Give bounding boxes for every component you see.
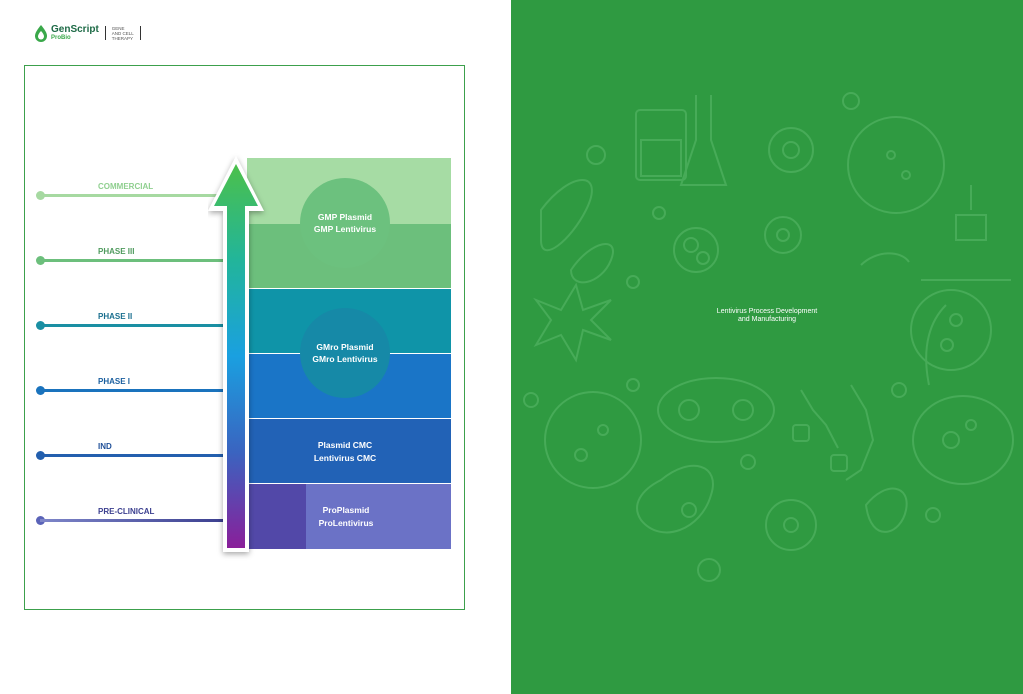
right-page: Lentivirus Process Development and Manuf…	[511, 0, 1023, 694]
logo-tag-2: AND CELL	[111, 30, 134, 36]
genscript-drop-icon	[35, 25, 47, 42]
pro-line-2: ProLentivirus	[318, 518, 374, 528]
gmro-line-2: GMro Lentivirus	[312, 354, 378, 364]
stage-line	[40, 454, 225, 457]
gmp-line-1: GMP Plasmid	[317, 212, 373, 222]
progress-arrow-icon	[208, 156, 264, 552]
pro-line-1: ProPlasmid	[322, 505, 370, 515]
logo-tag-3: THERAPY	[111, 35, 134, 41]
cmc-line-1: Plasmid CMC	[317, 440, 373, 450]
block-ind	[247, 419, 451, 483]
logo-divider	[104, 26, 106, 40]
pipeline-frame	[24, 65, 465, 610]
cmc-line-2: Lentivirus CMC	[313, 453, 377, 463]
stage-line	[40, 259, 225, 262]
stage-label: COMMERCIAL	[98, 182, 154, 191]
microbe-pattern-icon	[523, 92, 1014, 582]
gmro-circle: GMro Plasmid GMro Lentivirus	[300, 308, 390, 398]
left-page: GenScript ProBio GENE AND CELL THERAPY C…	[0, 0, 511, 694]
gmp-line-2: GMP Lentivirus	[313, 224, 377, 234]
cmc-text: Plasmid CMC Lentivirus CMC	[300, 439, 390, 465]
stage-label: PHASE III	[98, 247, 135, 256]
pro-text: ProPlasmid ProLentivirus	[306, 504, 386, 530]
block-pre-clinical-dark	[247, 484, 306, 549]
stage-label: IND	[98, 442, 112, 451]
gmp-circle: GMP Plasmid GMP Lentivirus	[300, 178, 390, 268]
gmro-line-1: GMro Plasmid	[316, 342, 374, 352]
stage-label: PHASE II	[98, 312, 133, 321]
stage-label: PRE-CLINICAL	[98, 507, 155, 516]
logo-brand: GenScript	[51, 23, 99, 35]
logo-divider-end	[139, 26, 141, 40]
right-title-line-1: Lentivirus Process Development	[716, 308, 818, 315]
stage-label: PHASE I	[98, 377, 131, 386]
stage-line	[40, 389, 225, 392]
logo-tag-1: GENE	[111, 25, 125, 31]
logo-sub: ProBio	[51, 34, 71, 41]
stage-line	[40, 194, 220, 197]
stage-line	[40, 324, 225, 327]
genscript-logo: GenScript ProBio GENE AND CELL THERAPY	[34, 24, 147, 42]
right-page-title: Lentivirus Process Development and Manuf…	[511, 308, 1023, 324]
stage-line	[40, 519, 225, 522]
right-title-line-2: and Manufacturing	[738, 316, 796, 323]
